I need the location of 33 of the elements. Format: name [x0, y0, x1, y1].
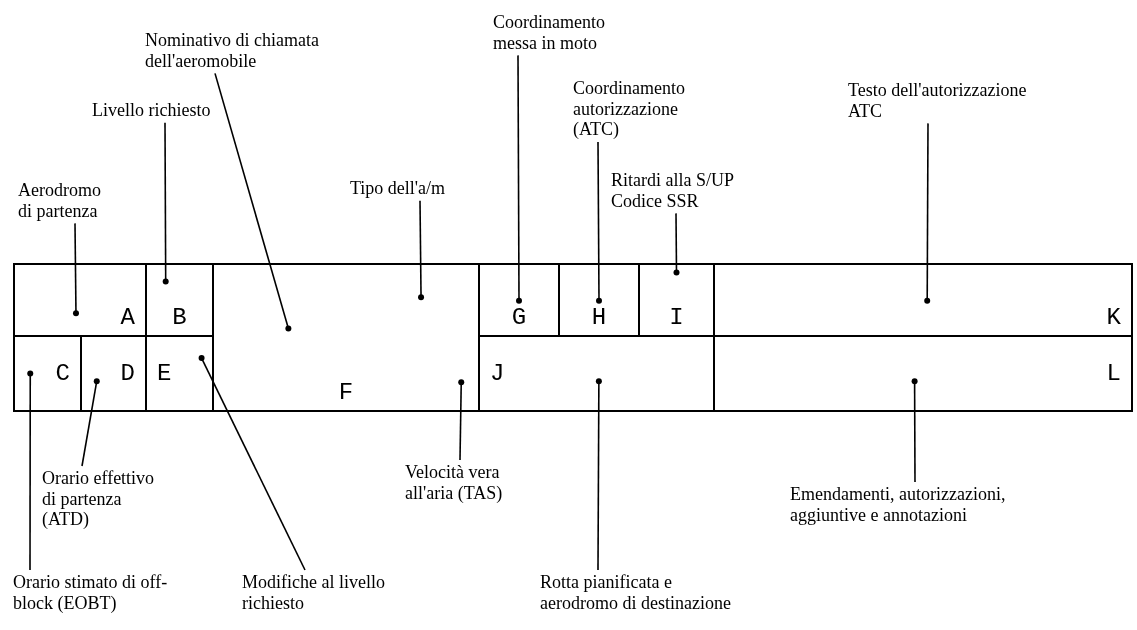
leader-line: [214, 72, 292, 332]
callout-text: Coordinamento autorizzazione (ATC): [573, 78, 698, 141]
callout-text: Tipo dell'a/m: [350, 178, 480, 199]
leader-line: [911, 378, 918, 483]
form-cell: K: [713, 263, 1133, 337]
leader-line: [418, 199, 425, 301]
leader-line: [162, 121, 169, 285]
leader-line: [595, 378, 602, 571]
form-cell: C: [13, 335, 82, 412]
callout-text: Orario effettivo di partenza (ATD): [42, 468, 162, 531]
callout-text: Emendamenti, autorizzazioni, aggiuntive e annotazioni: [790, 484, 1065, 526]
callout-text: Ritardi alla S/UP Codice SSR: [611, 170, 771, 212]
leader-line: [924, 122, 931, 304]
leader-line: [198, 355, 306, 571]
leader-line: [73, 222, 79, 317]
callout-text: Modifiche al livello richiesto: [242, 572, 417, 614]
callout-text: Testo dell'autorizzazione ATC: [848, 80, 1063, 122]
leader-line: [596, 141, 602, 304]
callout-text: Livello richiesto: [92, 100, 232, 121]
form-cell: A: [13, 263, 147, 337]
callout-text: Orario stimato di off-block (EOBT): [13, 572, 193, 614]
form-cell: L: [713, 335, 1133, 412]
callout-text: Velocità vera all'aria (TAS): [405, 462, 540, 504]
form-cell: F: [212, 263, 480, 412]
leader-line: [673, 212, 680, 276]
callout-text: Rotta pianificata e aerodromo di destinazione: [540, 572, 745, 614]
leader-line: [27, 370, 34, 571]
leader-line: [81, 378, 100, 467]
leader-line: [458, 379, 465, 461]
callout-text: Coordinamento messa in moto: [493, 12, 618, 54]
callout-text: Nominativo di chiamata dell'aeromobile: [145, 30, 350, 72]
callout-text: Aerodromo di partenza: [18, 180, 110, 222]
leader-line: [516, 54, 522, 304]
